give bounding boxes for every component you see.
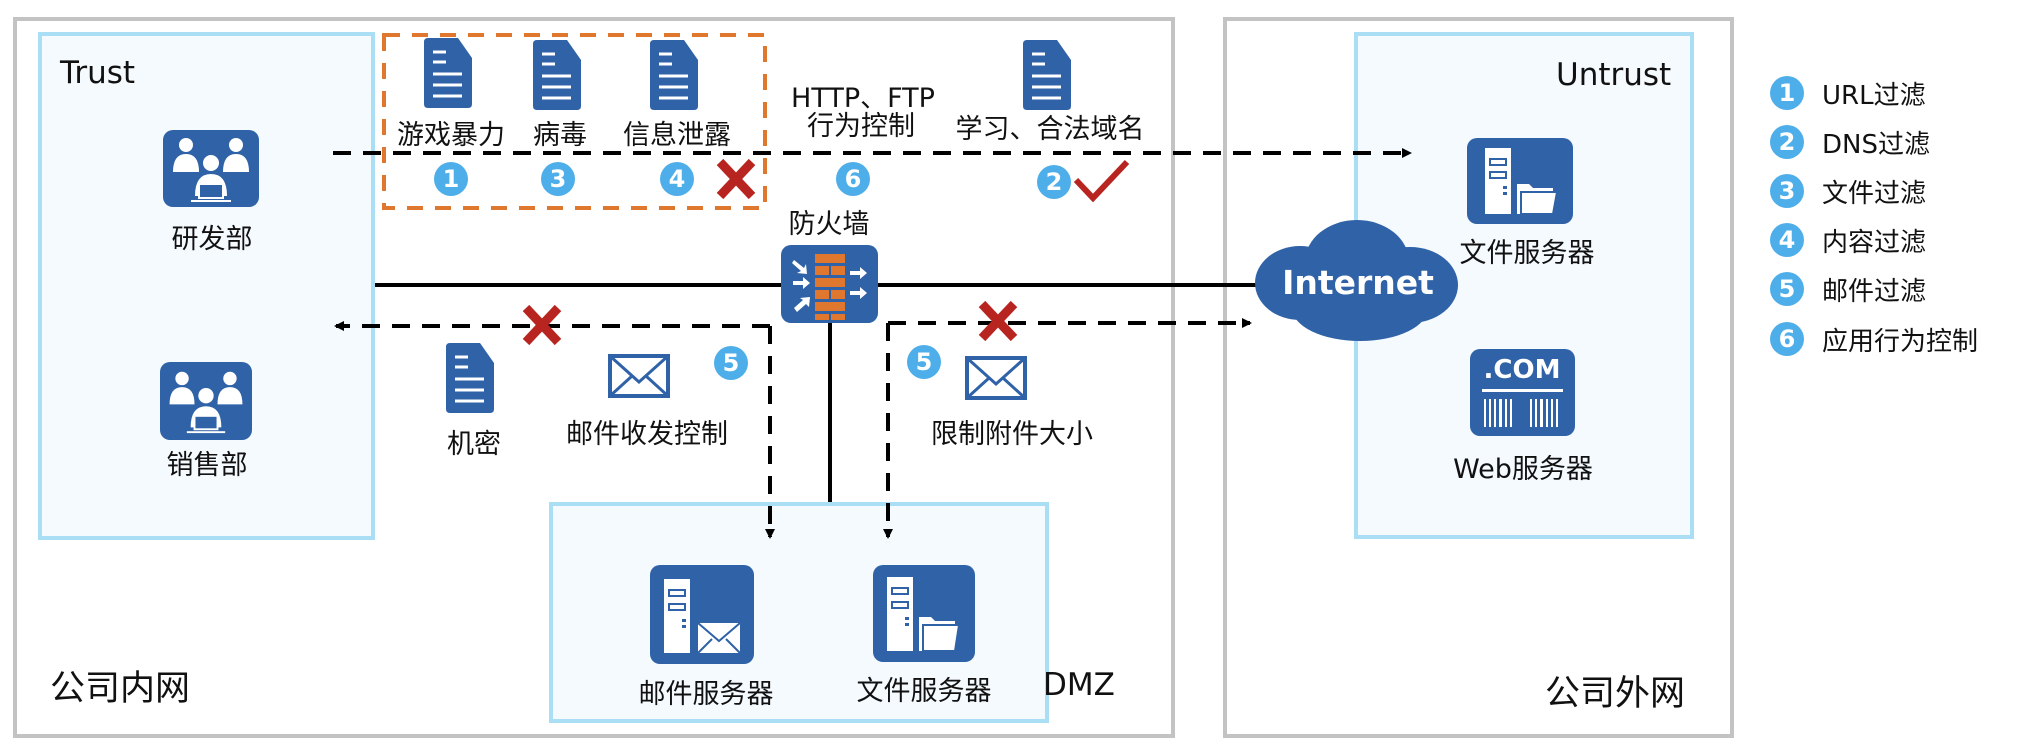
document-icon: [424, 38, 472, 112]
legend-item-dns-filter: 2 DNS过滤: [1770, 124, 1930, 160]
legend-badge: 4: [1770, 223, 1804, 257]
document-icon: [533, 40, 581, 114]
dmz-mail-server-label: 邮件服务器: [638, 679, 774, 710]
badge-url-filter: 1: [434, 162, 468, 196]
legend-label: DNS过滤: [1822, 129, 1930, 160]
legend-badge: 1: [1770, 76, 1804, 110]
attachment-limit-label: 限制附件大小: [931, 419, 1093, 450]
legend-label: URL过滤: [1822, 80, 1926, 111]
blocked-content-frame: [382, 33, 767, 210]
mail-control-label: 邮件收发控制: [566, 419, 728, 450]
badge-file-filter: 3: [541, 162, 575, 196]
untrust-file-server-label: 文件服务器: [1459, 238, 1595, 269]
internet-label: Internet: [1282, 263, 1434, 302]
legend-label: 内容过滤: [1822, 227, 1927, 258]
sales-dept-team-icon[interactable]: [160, 362, 252, 440]
extranet-zone-title: 公司外网: [1545, 674, 1686, 714]
legend-item-content-filter: 4 内容过滤: [1770, 222, 1926, 258]
rd-dept-label: 研发部: [171, 224, 253, 255]
sales-dept-label: 销售部: [166, 450, 248, 481]
badge-mail-filter: 5: [907, 345, 941, 379]
allowed-check-icon: [1073, 159, 1130, 203]
mail-envelope-icon: [965, 356, 1027, 404]
mail-server-icon[interactable]: [650, 565, 754, 664]
untrust-zone-title: Untrust: [1556, 57, 1672, 93]
badge-mail-filter: 5: [714, 346, 748, 380]
document-icon: [650, 40, 698, 114]
app-control-label-line1: HTTP、FTP: [791, 83, 935, 114]
cloud-icon: [1255, 220, 1458, 341]
games-violence-label: 游戏暴力: [397, 120, 505, 151]
web-server-com-text: .COM: [1483, 355, 1561, 385]
web-server-icon[interactable]: .COM: [1470, 349, 1575, 436]
web-server-label: Web服务器: [1453, 454, 1593, 485]
intranet-zone-title: 公司内网: [50, 669, 191, 709]
blocked-x-icon: [716, 158, 756, 200]
rd-dept-team-icon[interactable]: [163, 130, 259, 207]
trust-zone-title: Trust: [60, 55, 136, 91]
legend-item-url-filter: 1 URL过滤: [1770, 75, 1926, 111]
legend-badge: 6: [1770, 322, 1804, 356]
legend-item-file-filter: 3 文件过滤: [1770, 173, 1926, 209]
info-leak-label: 信息泄露: [623, 120, 731, 151]
blocked-x-icon: [522, 304, 562, 346]
firewall-label: 防火墙: [788, 209, 870, 240]
legend-badge: 3: [1770, 174, 1804, 208]
legend-label: 应用行为控制: [1822, 326, 1979, 357]
dmz-zone-title: DMZ: [1043, 667, 1115, 703]
badge-content-filter: 4: [660, 162, 694, 196]
badge-dns-filter: 2: [1037, 165, 1071, 199]
blocked-x-icon: [978, 300, 1018, 342]
document-icon: [446, 343, 494, 417]
dmz-file-server-label: 文件服务器: [856, 676, 992, 707]
legend-badge: 2: [1770, 125, 1804, 159]
mail-envelope-icon: [608, 354, 670, 402]
app-control-label-line2: 行为控制: [807, 111, 915, 142]
confidential-label: 机密: [447, 429, 501, 460]
legend-item-app-control: 6 应用行为控制: [1770, 321, 1978, 357]
legend-item-mail-filter: 5 邮件过滤: [1770, 271, 1926, 307]
legal-domains-label: 学习、合法域名: [955, 114, 1145, 145]
legend-label: 邮件过滤: [1822, 276, 1927, 307]
badge-app-control: 6: [836, 162, 870, 196]
file-server-icon[interactable]: [873, 565, 975, 662]
virus-label: 病毒: [533, 120, 587, 151]
legend-label: 文件过滤: [1822, 178, 1927, 209]
file-server-icon[interactable]: [1467, 138, 1573, 224]
firewall-icon[interactable]: [781, 245, 878, 323]
legend-badge: 5: [1770, 272, 1804, 306]
trust-zone: [38, 32, 375, 540]
document-icon: [1023, 40, 1071, 114]
